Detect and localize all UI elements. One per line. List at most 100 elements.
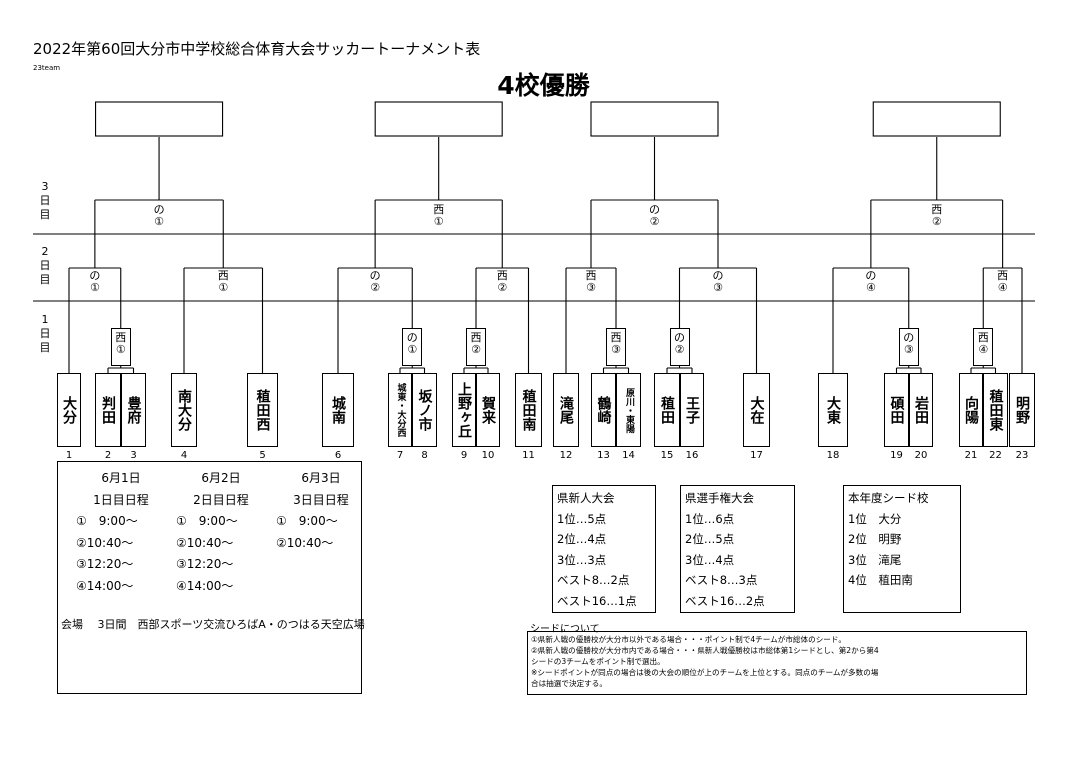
- team-name: 王子: [684, 396, 700, 424]
- seed-row: 1位 大分: [848, 511, 902, 526]
- team-box: 原川・東陽: [616, 373, 641, 447]
- points-row: 2位…5点: [685, 532, 735, 546]
- team-box: 碩田: [884, 373, 909, 447]
- match-label-line: 西: [470, 331, 482, 344]
- seed-note-line: ※シードポイントが同点の場合は後の大会の順位が上のチームを上位とする。同点のチー…: [531, 668, 879, 677]
- points-row: 3位…4点: [685, 552, 735, 567]
- team-name: 稙田: [659, 396, 675, 424]
- match-label-line: ②: [471, 343, 481, 356]
- match-label-line: ④: [978, 343, 989, 356]
- team-box: 坂ノ市: [412, 373, 437, 447]
- team-number: 11: [522, 450, 535, 461]
- schedule-date: 6月3日: [301, 471, 341, 485]
- points-row: ベスト8…3点: [685, 573, 758, 587]
- winner-box: [872, 101, 1001, 137]
- points-row: 3位…3点: [557, 552, 607, 567]
- day-label-char: 2: [41, 245, 49, 258]
- seed-note-line: シードの3チームをポイント制で選出。: [531, 657, 665, 666]
- match-label-line: ②: [931, 215, 942, 228]
- team-name: 岩田: [913, 396, 929, 424]
- team-number: 9: [460, 450, 468, 461]
- team-number: 8: [421, 450, 428, 461]
- team-number: 7: [396, 450, 404, 461]
- team-box: 城東・大分西: [388, 373, 412, 447]
- match-label-line: の: [89, 269, 101, 282]
- match-label-line: の: [865, 269, 877, 282]
- team-number: 1: [65, 450, 73, 461]
- match-label-line: ①: [218, 281, 229, 294]
- team-name: 大分: [61, 396, 77, 424]
- match-label-line: 西: [931, 203, 943, 216]
- points-row: ベスト8…2点: [557, 573, 630, 587]
- match-label-line: 西: [977, 331, 989, 344]
- team-number: 20: [914, 450, 928, 461]
- team-number: 15: [660, 450, 674, 461]
- schedule-slot: ②10:40～: [276, 535, 334, 550]
- team-name: 南大分: [176, 389, 192, 431]
- day-label-char: 目: [39, 273, 51, 286]
- match-label-line: ②: [649, 215, 660, 228]
- day-label-char: 目: [39, 341, 51, 354]
- match-label-line: ③: [586, 281, 596, 294]
- seed-note-box: ①県新人戦の優勝校が大分市以外である場合・・・ポイント制で4チームが市総体のシー…: [527, 631, 1027, 695]
- team-name: 城南: [330, 396, 346, 424]
- team-box: 上野ヶ丘: [452, 373, 476, 447]
- team-number: 19: [890, 450, 903, 461]
- team-name: 明野: [1014, 396, 1030, 424]
- points-title: 県選手権大会: [685, 491, 754, 505]
- team-number: 17: [750, 450, 763, 461]
- seed-row: 4位 稙田南: [848, 573, 913, 587]
- team-box: 賀来: [476, 373, 500, 447]
- schedule-slot: ④14:00～: [76, 578, 134, 593]
- team-name: 上野ヶ丘: [456, 382, 472, 438]
- match-label-line: ②: [370, 281, 381, 294]
- match-label-line: の: [674, 331, 685, 344]
- team-number: 12: [559, 450, 573, 461]
- schedule-heading: 2日目日程: [193, 492, 249, 507]
- match-label-line: 西: [997, 269, 1009, 282]
- team-box: 大在: [743, 373, 770, 447]
- match-label-line: ③: [903, 343, 914, 356]
- schedule-slot: ① 9:00～: [176, 514, 238, 528]
- team-name: 坂ノ市: [416, 389, 433, 431]
- match-label-line: ①: [89, 281, 100, 294]
- team-name: 向陽: [963, 396, 979, 424]
- day-label-char: 日: [39, 259, 51, 272]
- team-name: 稙田南: [520, 389, 537, 431]
- schedule-heading: 1日目日程: [93, 492, 149, 507]
- schedule-slot: ① 9:00～: [276, 514, 338, 528]
- team-name: 滝尾: [558, 396, 574, 424]
- seed-row: 3位 滝尾: [848, 552, 902, 567]
- team-name: 稙田西: [254, 389, 271, 431]
- match-label-line: 西: [585, 269, 597, 282]
- match-label-line: の: [712, 269, 724, 282]
- points-row: ベスト16…2点: [685, 593, 765, 608]
- seed-note-line: 合は抽選で決定する。: [531, 679, 607, 688]
- seed-row: 2位 明野: [848, 532, 902, 546]
- team-box: 岩田: [909, 373, 933, 447]
- team-number: 2: [104, 450, 112, 461]
- winner-box: [374, 101, 503, 137]
- team-name: 大東: [825, 396, 841, 424]
- winner-box: [95, 101, 224, 137]
- match-label-line: 西: [217, 269, 229, 282]
- team-box: 王子: [680, 373, 704, 447]
